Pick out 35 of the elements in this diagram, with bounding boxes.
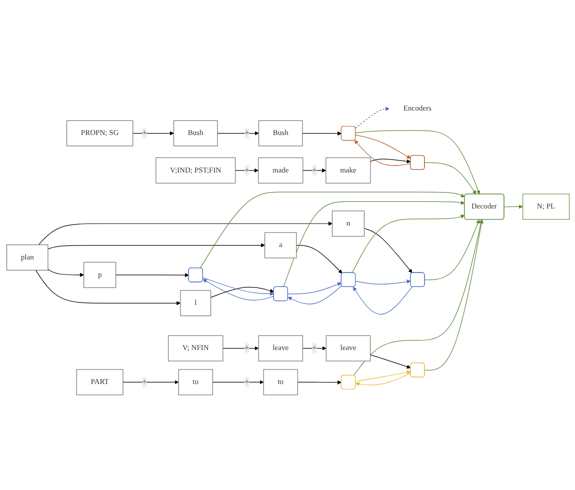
arrow [282,200,464,287]
arrow [47,268,84,276]
arrow [122,380,178,384]
arrow [503,204,522,208]
arrow [354,134,410,158]
arrow [369,354,410,368]
arrow [352,286,412,314]
arrow [199,191,464,268]
arrow [212,380,264,384]
arrow [296,244,342,274]
arrow [302,130,342,136]
arrow [370,158,410,163]
arrow [354,130,480,194]
arrow [354,140,410,166]
arrow [47,242,265,249]
arrow [210,286,274,298]
arrow [287,284,342,304]
arrow [132,130,174,135]
arrow [354,372,410,386]
arrow [354,279,410,284]
arrow [202,276,274,296]
arrow [352,218,482,376]
arrow [34,269,180,305]
arrow [354,106,389,128]
arrow [424,218,480,280]
arrow [115,272,188,277]
arrow [354,370,410,382]
arrow [287,282,342,294]
arrow [202,278,274,300]
arrow [363,228,412,273]
arrow [296,380,342,384]
arrow [351,214,464,273]
arrow [424,218,484,370]
arrow [424,162,476,194]
arrow [38,221,332,245]
